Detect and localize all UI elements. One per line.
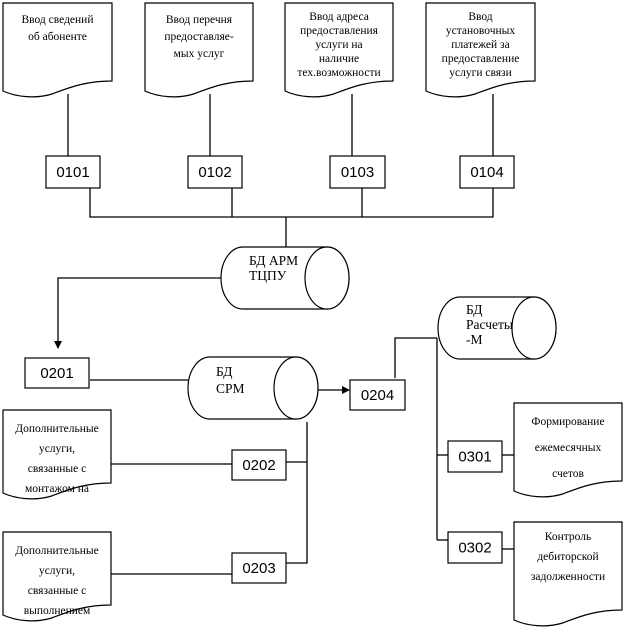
process-0104[interactable]: 0104 xyxy=(459,155,515,189)
document-text-line: Контроль xyxy=(545,531,592,543)
doc-debitor-document: Контроль дебиторской задолженности xyxy=(513,521,623,627)
database-end-cap xyxy=(511,296,557,360)
document-text-line: предоставление xyxy=(442,53,520,65)
database-label-line: СРМ xyxy=(216,381,245,396)
process-0103[interactable]: 0103 xyxy=(329,155,386,189)
document-shape xyxy=(144,2,254,98)
database-label-line: БД xyxy=(216,364,232,379)
document-shape xyxy=(513,521,623,627)
database-label-line: ТЦПУ xyxy=(249,268,287,283)
process-code: 0204 xyxy=(361,387,394,404)
process-0204[interactable]: 0204 xyxy=(349,379,406,411)
process-code: 0302 xyxy=(458,540,491,557)
process-0202[interactable]: 0202 xyxy=(231,449,287,481)
document-text-line: счетов xyxy=(552,468,584,480)
document-text-line: монтажом на xyxy=(25,483,89,495)
database-end-cap xyxy=(304,246,350,310)
db-srm-database: БД СРМ xyxy=(187,356,319,420)
process-box[interactable] xyxy=(459,155,515,189)
process-box[interactable] xyxy=(447,531,503,564)
document-shape xyxy=(513,402,623,498)
document-shape xyxy=(2,409,112,500)
document-text-line: дебиторской xyxy=(537,551,598,563)
document-text-line: Дополнительные xyxy=(15,423,99,435)
process-code: 0101 xyxy=(56,164,89,181)
process-0101[interactable]: 0101 xyxy=(45,155,101,189)
document-shape xyxy=(425,2,536,98)
process-code: 0104 xyxy=(470,164,503,181)
arrow-db-arm-0201 xyxy=(54,277,221,349)
process-box[interactable] xyxy=(447,440,503,473)
document-shape xyxy=(2,2,113,98)
database-label-line: Расчеты xyxy=(466,317,513,332)
document-text-line: мых услуг xyxy=(174,48,225,60)
doc-vypolnenie-document: Дополнительные услуги, связанные с выполнен… xyxy=(2,531,112,622)
document-text-line: Формирование xyxy=(531,416,604,428)
connectors xyxy=(54,94,514,575)
doc-uslugi-document: Ввод перечня предоставляе-мых услуг xyxy=(144,2,254,98)
document-text-line: тех.возможности xyxy=(297,67,380,79)
document-text-line: предоставляе- xyxy=(164,31,234,43)
document-shape xyxy=(2,531,112,622)
bus-level-01 xyxy=(89,187,494,218)
database-end-cap xyxy=(273,356,319,420)
doc-abonent-document: Ввод сведений об абоненте xyxy=(2,2,113,98)
document-text-line: установочных xyxy=(446,25,515,37)
process-box[interactable] xyxy=(45,155,101,189)
bus-level-02 xyxy=(286,422,308,564)
doc-montazh-document: Дополнительные услуги, связанные с монтажом… xyxy=(2,409,112,500)
document-text-line: услуги на xyxy=(315,39,362,51)
process-box[interactable] xyxy=(231,449,287,481)
document-text-line: связанные с xyxy=(28,463,86,475)
document-text-line: задолженности xyxy=(531,571,605,583)
document-text-line: связанные с xyxy=(28,585,86,597)
process-0302[interactable]: 0302 xyxy=(447,531,503,564)
process-box[interactable] xyxy=(329,155,386,189)
process-0102[interactable]: 0102 xyxy=(187,155,243,189)
process-code: 0301 xyxy=(458,449,491,466)
process-box[interactable] xyxy=(24,357,90,389)
document-text-line: Дополнительные xyxy=(15,545,99,557)
process-code: 0203 xyxy=(242,560,275,577)
process-0203[interactable]: 0203 xyxy=(231,552,287,584)
database-label-line: -М xyxy=(466,332,483,347)
document-text-line: услуги, xyxy=(39,443,75,455)
document-text-line: Ввод сведений xyxy=(21,14,93,26)
database-label-line: БД xyxy=(466,302,482,317)
document-text-line: услуги, xyxy=(39,565,75,577)
document-text-line: предоставления xyxy=(300,25,379,37)
connector-0204-db-raschety xyxy=(394,337,437,378)
document-text-line: услуги связи xyxy=(449,67,511,79)
document-text-line: платежей за xyxy=(451,39,509,51)
database-label-line: БД АРМ xyxy=(249,253,298,268)
document-text-line: наличие xyxy=(319,53,359,65)
process-code: 0103 xyxy=(341,164,374,181)
doc-adres-document: Ввод адреса предоставления услуги на наличи… xyxy=(284,2,394,98)
document-text-line: ежемесячных xyxy=(535,442,602,454)
document-text-line: Ввод адреса xyxy=(309,11,369,23)
document-text-line: выполнением xyxy=(24,605,91,617)
document-text-line: Ввод перечня xyxy=(166,14,233,26)
document-text-line: Ввод xyxy=(468,11,492,23)
process-code: 0201 xyxy=(40,365,73,382)
document-text-line: об абоненте xyxy=(28,31,87,43)
process-box[interactable] xyxy=(187,155,243,189)
doc-scheta-document: Формирование ежемесячных счетов xyxy=(513,402,623,498)
process-0201[interactable]: 0201 xyxy=(24,357,90,389)
document-shape xyxy=(284,2,394,98)
process-code: 0102 xyxy=(198,164,231,181)
process-box[interactable] xyxy=(231,552,287,584)
process-box[interactable] xyxy=(349,379,406,411)
doc-platezhi-document: Ввод установочных платежей за предоставлени… xyxy=(425,2,536,98)
process-code: 0202 xyxy=(242,457,275,474)
process-0301[interactable]: 0301 xyxy=(447,440,503,473)
